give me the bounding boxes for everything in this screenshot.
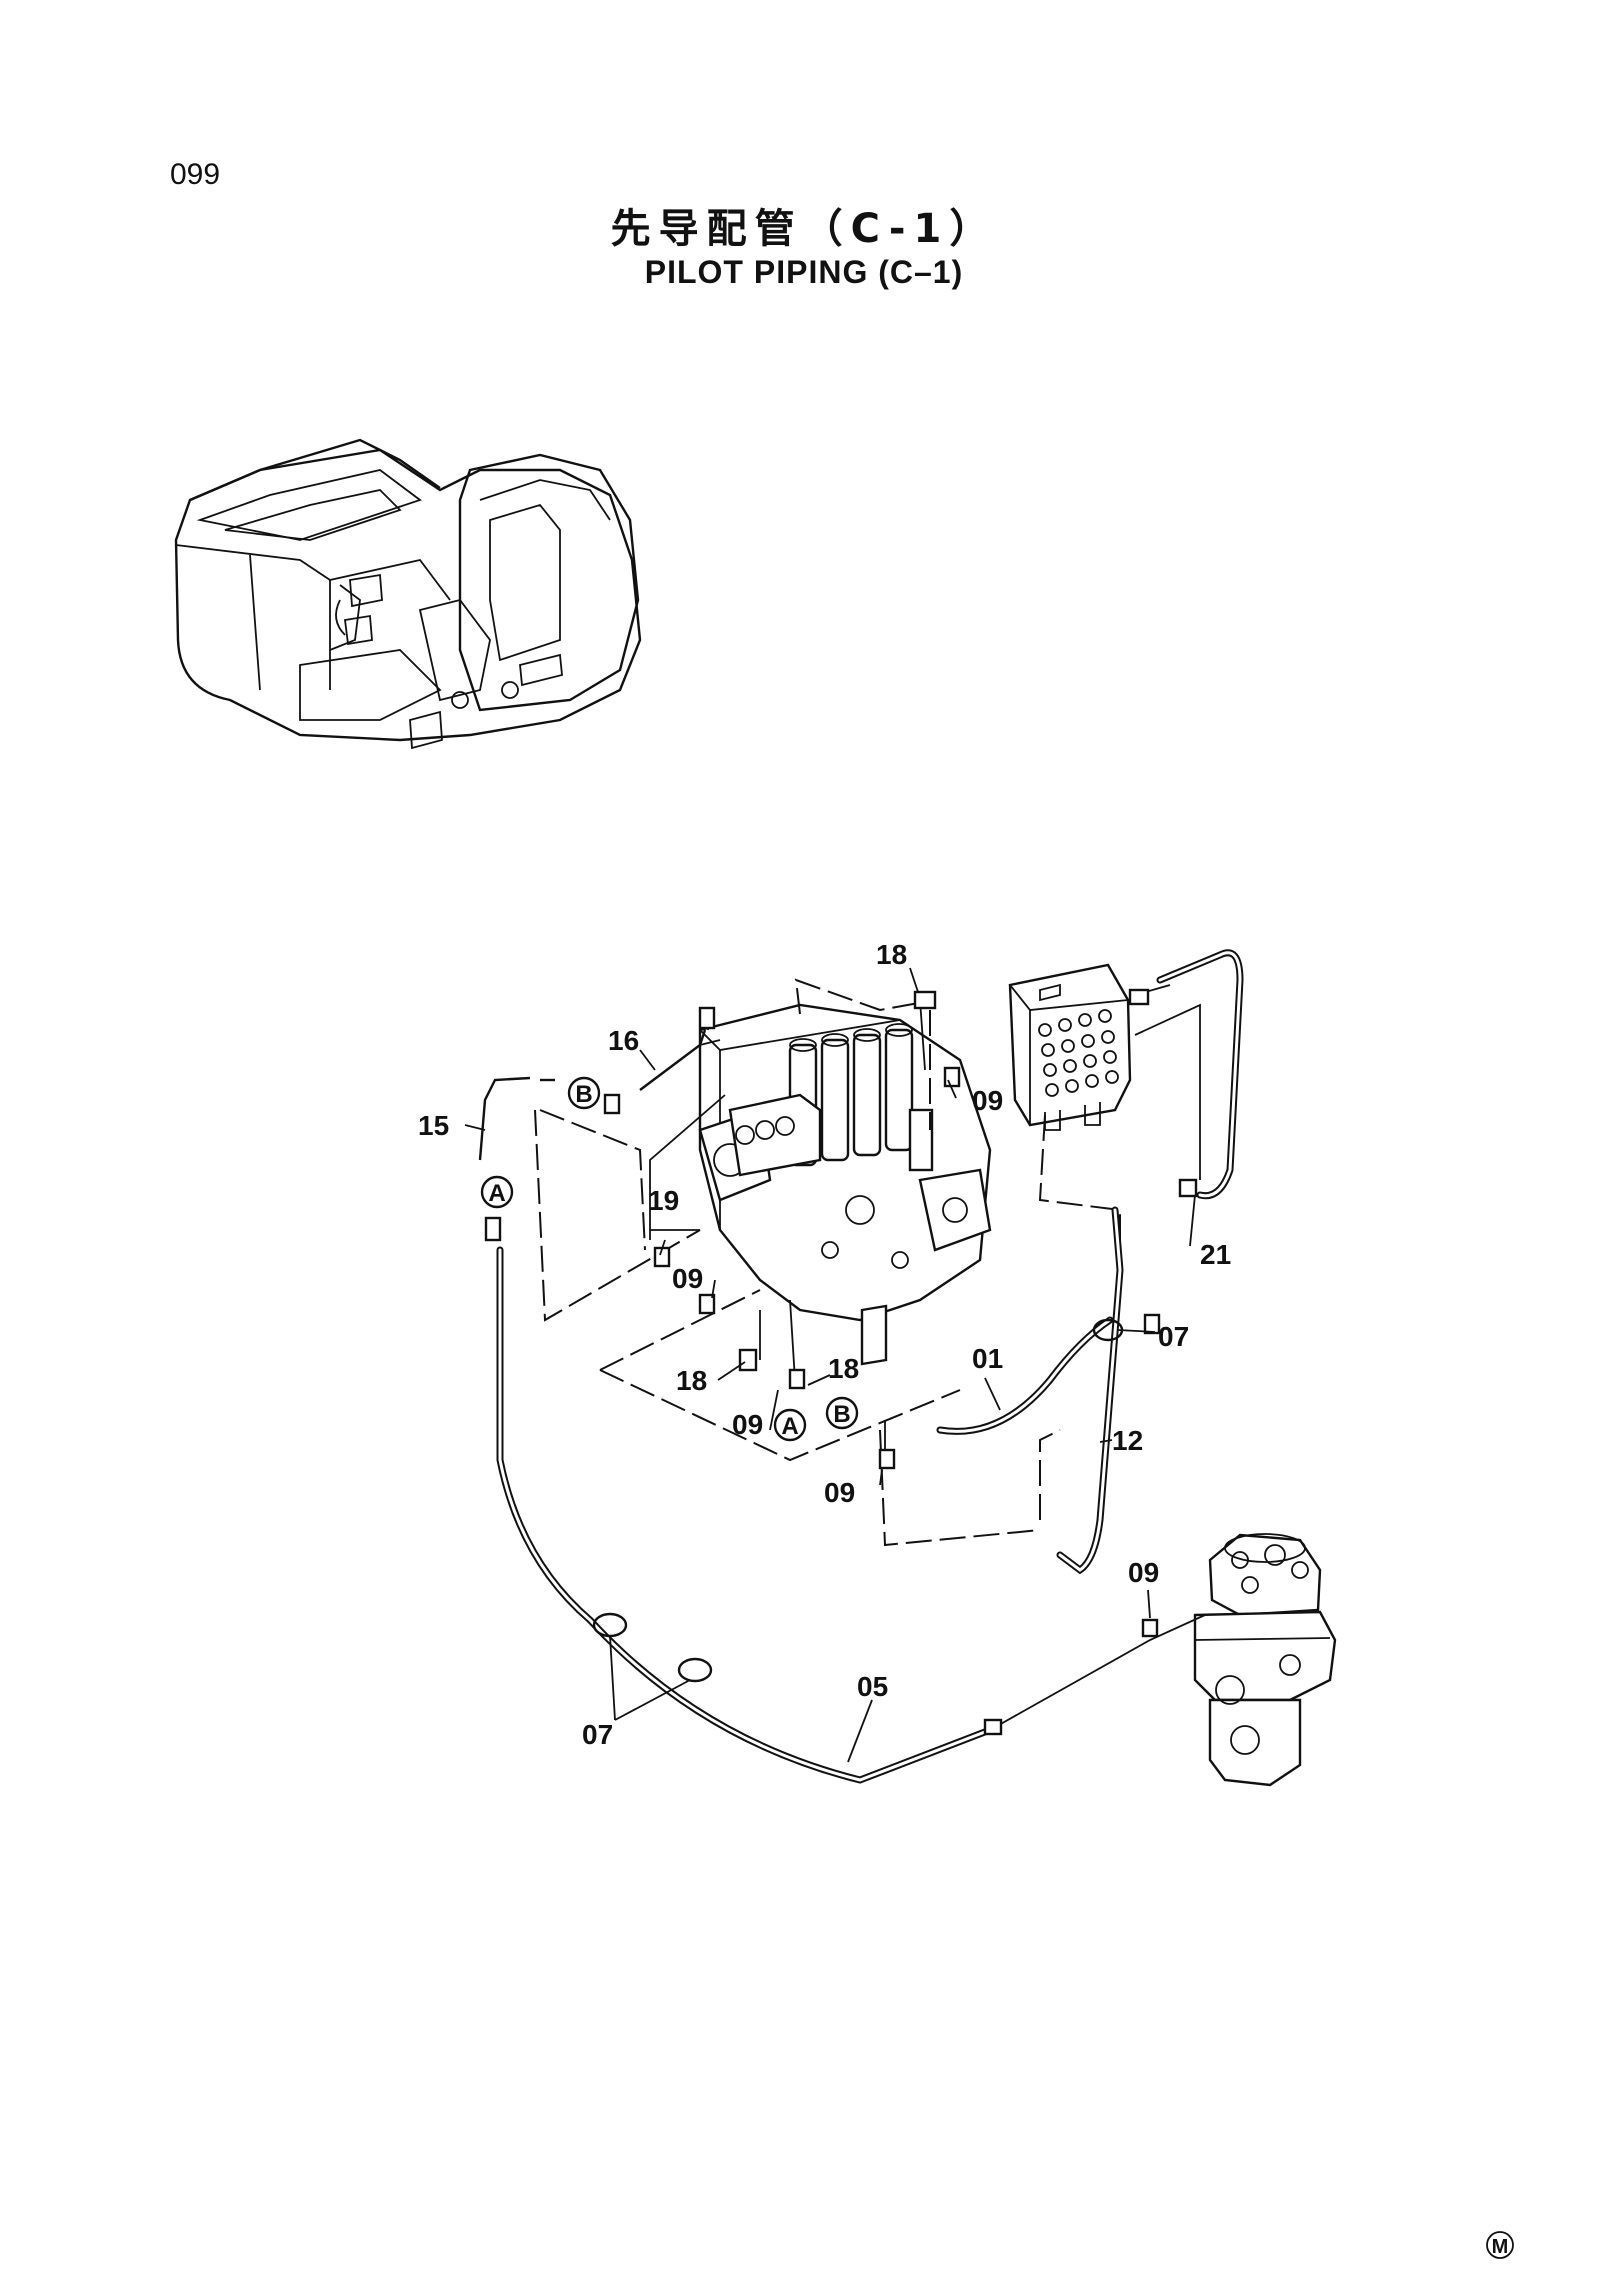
svg-text:A: A	[781, 1413, 798, 1440]
title-chinese: 先导配管（C-1）	[610, 206, 998, 252]
swivel-joint	[1193, 1533, 1337, 1787]
excavator-overview-illustration	[174, 438, 642, 750]
callout-07-right: 07	[1158, 1321, 1189, 1352]
callout-leaders	[464, 967, 1196, 1763]
dash-leader-lines	[534, 978, 1121, 1547]
callout-19: 19	[648, 1185, 679, 1216]
callout-21: 21	[1200, 1239, 1231, 1270]
svg-text:B: B	[575, 1081, 592, 1108]
callout-12: 12	[1112, 1425, 1143, 1456]
callout-01: 01	[972, 1343, 1003, 1374]
control-valve	[698, 1003, 992, 1366]
callout-labels: 18 16 15 09 19 09 18 18 09 09 01 07 12 2…	[418, 939, 1231, 1750]
callout-15: 15	[418, 1110, 449, 1141]
callout-09-upper: 09	[972, 1085, 1003, 1116]
fittings	[484, 988, 1198, 1736]
svg-text:A: A	[488, 1180, 505, 1207]
callout-16: 16	[608, 1025, 639, 1056]
marker-b-mid: B	[825, 1396, 859, 1430]
marker-b-top: B	[567, 1076, 601, 1110]
svg-text:B: B	[833, 1401, 850, 1428]
marker-a-mid: A	[773, 1408, 807, 1442]
callout-09-lower: 09	[824, 1477, 855, 1508]
callout-18-mid: 18	[828, 1353, 859, 1384]
marker-a-left: A	[480, 1175, 514, 1209]
callout-09-left: 09	[672, 1263, 703, 1294]
page-number: 099	[170, 158, 221, 191]
connection-markers: A B A B	[480, 1076, 859, 1442]
pilot-valve-block	[1008, 963, 1132, 1131]
callout-05: 05	[857, 1671, 888, 1702]
callout-09-swivel: 09	[1128, 1557, 1159, 1588]
corner-mark: M	[1486, 2231, 1514, 2259]
svg-text:M: M	[1492, 2236, 1509, 2258]
callout-18-left: 18	[676, 1365, 707, 1396]
hoses-and-pipes	[478, 949, 1244, 1784]
callout-18-top: 18	[876, 939, 907, 970]
title-english: PILOT PIPING (C–1)	[644, 254, 964, 290]
callout-07-bottom: 07	[582, 1719, 613, 1750]
callout-09-mid: 09	[732, 1409, 763, 1440]
